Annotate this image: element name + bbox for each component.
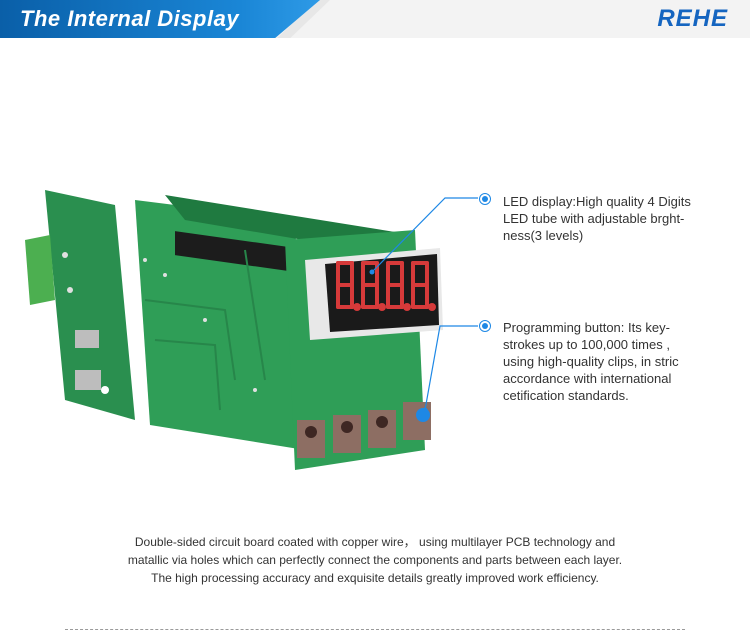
callout-line: accordance with international [503,371,672,386]
led-display-callout: LED display:High quality 4 Digits LED tu… [503,193,691,244]
led-digits [336,261,436,311]
brand-logo: REHE [657,5,728,32]
callout-line: LED display:High quality 4 Digits [503,194,691,209]
led-decimal-point [403,303,411,311]
product-description: Double-sided circuit board coated with c… [0,533,750,587]
programming-button-callout: Programming button: Its key- strokes up … [503,319,679,404]
callout-line: strokes up to 100,000 times , [503,337,670,352]
page-title: The Internal Display [20,6,240,31]
led-decimal-point [428,303,436,311]
led-decimal-point [378,303,386,311]
callout-marker-icon [479,320,491,332]
bottom-divider [65,629,685,630]
description-line: matallic via holes which can perfectly c… [127,553,623,567]
description-line: The high processing accuracy and exquisi… [151,571,599,585]
callout-marker-icon [479,193,491,205]
callout-line: LED tube with adjustable brght- [503,211,685,226]
callout-line: ness(3 levels) [503,228,584,243]
led-decimal-point [353,303,361,311]
callout-line: Programming button: Its key- [503,320,670,335]
description-line: Double-sided circuit board coated with c… [134,535,616,549]
callout-line: using high-quality clips, in stric [503,354,679,369]
callout-line: cetification standards. [503,388,629,403]
title-banner [0,0,320,38]
